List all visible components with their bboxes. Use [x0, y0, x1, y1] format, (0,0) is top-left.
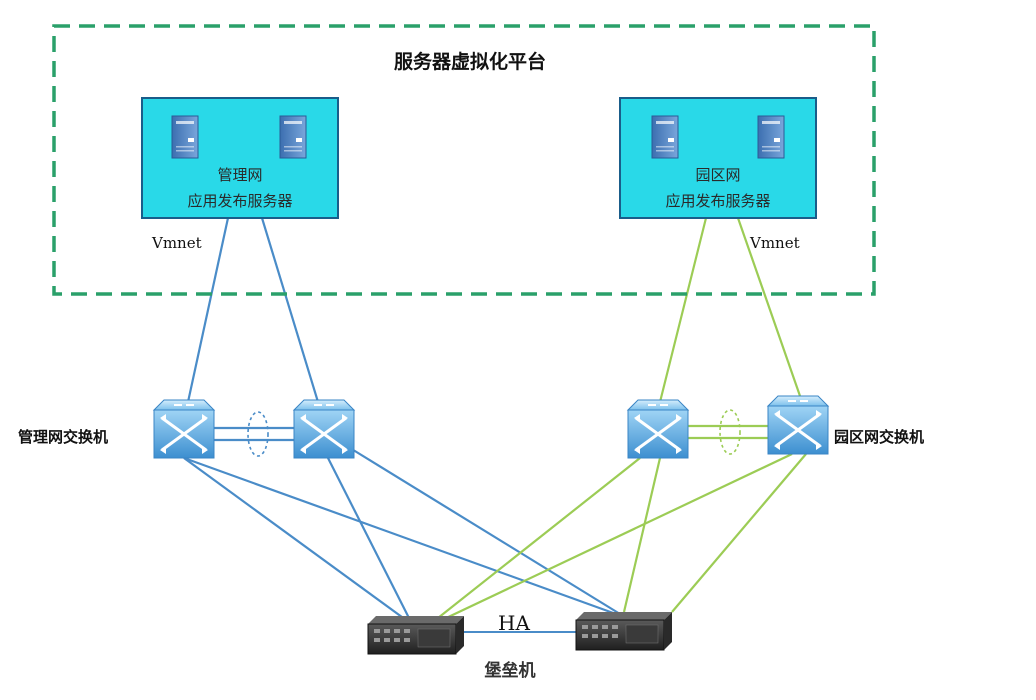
campus-switch-2-icon — [766, 394, 830, 456]
bastion-host-1-icon — [367, 615, 465, 655]
campus-server-line1: 园区网 — [695, 166, 740, 184]
mgmt-server-line1: 管理网 — [217, 166, 262, 184]
mgmt-vmnet-label: Vmnet — [151, 234, 202, 252]
mgmt-switch-1-icon — [152, 398, 216, 460]
mgmt-server-line2: 应用发布服务器 — [187, 192, 292, 210]
link-campus-switch2-bastion2 — [671, 453, 807, 613]
bastion-label: 堡垒机 — [485, 660, 536, 681]
ha-label: HA — [498, 611, 530, 635]
link-campus-switch1-bastion2 — [622, 457, 662, 613]
server-icon — [171, 115, 199, 159]
link-mgmt-switch2-bastion1 — [327, 457, 411, 621]
platform-title: 服务器虚拟化平台 — [394, 50, 546, 73]
link-mgmt-switch1-bastion1 — [183, 457, 407, 621]
campus-switch-1-icon — [626, 398, 690, 460]
server-icon — [757, 115, 785, 159]
campus-switch-label: 园区网交换机 — [834, 428, 924, 446]
campus-vmnet-label: Vmnet — [749, 234, 800, 252]
campus-links — [437, 217, 807, 621]
mgmt-stack-ellipse — [247, 411, 269, 457]
mgmt-switch-2-icon — [292, 398, 356, 460]
link-mgmt-switch1-bastion2 — [183, 456, 617, 616]
campus-stack-ellipse — [719, 409, 741, 455]
mgmt-server-box: 管理网 应用发布服务器 — [141, 97, 339, 219]
link-mgmt-server-switch2 — [260, 217, 320, 403]
link-campus-switch1-bastion1 — [437, 457, 641, 619]
link-campus-switch2-bastion1 — [441, 453, 793, 621]
link-mgmt-server-switch1 — [186, 217, 230, 403]
mgmt-links — [183, 217, 621, 633]
link-campus-server-switch2 — [736, 217, 802, 397]
server-icon — [651, 115, 679, 159]
bastion-host-2-icon — [575, 611, 673, 651]
platform-frame — [52, 24, 876, 296]
link-campus-server-switch1 — [658, 217, 708, 403]
link-mgmt-switch2-bastion2 — [349, 447, 621, 615]
mgmt-switch-label: 管理网交换机 — [18, 428, 108, 446]
campus-server-box: 园区网 应用发布服务器 — [619, 97, 817, 219]
server-icon — [279, 115, 307, 159]
campus-server-line2: 应用发布服务器 — [665, 192, 770, 210]
